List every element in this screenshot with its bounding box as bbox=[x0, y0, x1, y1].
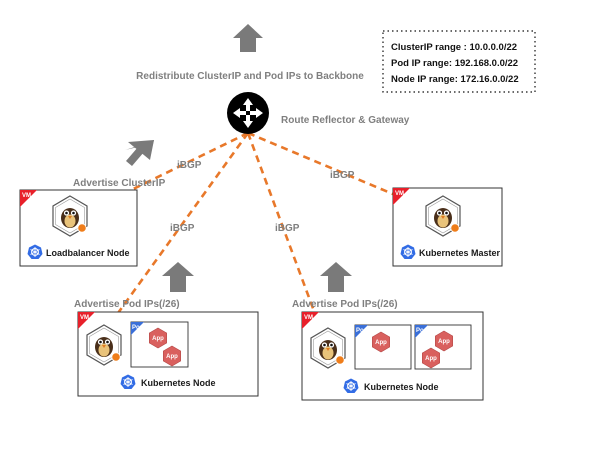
app-label-right-1: App bbox=[375, 340, 387, 346]
pod-box-right-1: Pod App bbox=[354, 324, 412, 370]
ibgp-label-node-left: iBGP bbox=[170, 223, 195, 234]
vm-tag-node-left: VM bbox=[80, 315, 89, 321]
ibgp-label-node-right: iBGP bbox=[275, 223, 300, 234]
kubernetes-node-left-box: VM Pod App App Kubernetes Node bbox=[77, 311, 259, 397]
app-label-left-2: App bbox=[166, 354, 178, 360]
pod-box-right-2: Pod App App bbox=[414, 324, 472, 370]
advertise-clusterip-label: Advertise ClusterIP bbox=[73, 178, 166, 189]
ibgp-label-lb: iBGP bbox=[177, 160, 202, 171]
ibgp-link-node-right bbox=[246, 132, 326, 339]
advertise-pod-ips-right-label: Advertise Pod IPs(/26) bbox=[292, 299, 398, 310]
advertise-arrow-node-right bbox=[320, 262, 352, 292]
ip-range-box bbox=[382, 30, 536, 93]
kubernetes-master-name: Kubernetes Master bbox=[419, 248, 501, 258]
pod-ip-range: Pod IP range: 192.168.0.0/22 bbox=[391, 58, 518, 69]
pod-tag-left: Pod bbox=[132, 325, 144, 331]
app-label-right-2: App bbox=[438, 339, 450, 345]
cluster-ip-range: ClusterIP range : 10.0.0.0/22 bbox=[391, 42, 517, 53]
pod-tag-right-2: Pod bbox=[416, 328, 428, 334]
node-ip-range: Node IP range: 172.16.0.0/22 bbox=[391, 74, 519, 85]
app-label-right-3: App bbox=[425, 356, 437, 362]
route-reflector-label: Route Reflector & Gateway bbox=[281, 115, 410, 126]
pod-tag-right-1: Pod bbox=[356, 328, 368, 334]
kubernetes-node-right-box: VM Pod App Pod App App Kubernetes Node bbox=[301, 311, 484, 401]
vm-tag-node-right: VM bbox=[304, 315, 313, 321]
ibgp-link-node-left bbox=[98, 132, 250, 339]
loadbalancer-node-name: Loadbalancer Node bbox=[46, 248, 130, 258]
ibgp-label-master: iBGP bbox=[330, 170, 355, 181]
backbone-up-arrow bbox=[233, 24, 263, 52]
kubernetes-master-box: VM Kubernetes Master bbox=[392, 187, 503, 267]
kubernetes-node-right-name: Kubernetes Node bbox=[364, 382, 439, 392]
app-label-left-1: App bbox=[152, 336, 164, 342]
route-reflector-icon bbox=[227, 92, 269, 134]
vm-tag-lb: VM bbox=[22, 193, 31, 199]
pod-box-left: Pod App App bbox=[130, 321, 189, 368]
vm-tag-master: VM bbox=[395, 191, 404, 197]
advertise-pod-ips-left-label: Advertise Pod IPs(/26) bbox=[74, 299, 180, 310]
backbone-label: Redistribute ClusterIP and Pod IPs to Ba… bbox=[136, 71, 364, 82]
ibgp-link-lb bbox=[81, 131, 249, 216]
advertise-arrow-node-left bbox=[162, 262, 194, 292]
loadbalancer-node-box: VM Loadbalancer Node bbox=[19, 189, 138, 267]
advertise-arrow-lb-head bbox=[128, 140, 154, 160]
kubernetes-node-left-name: Kubernetes Node bbox=[141, 378, 216, 388]
